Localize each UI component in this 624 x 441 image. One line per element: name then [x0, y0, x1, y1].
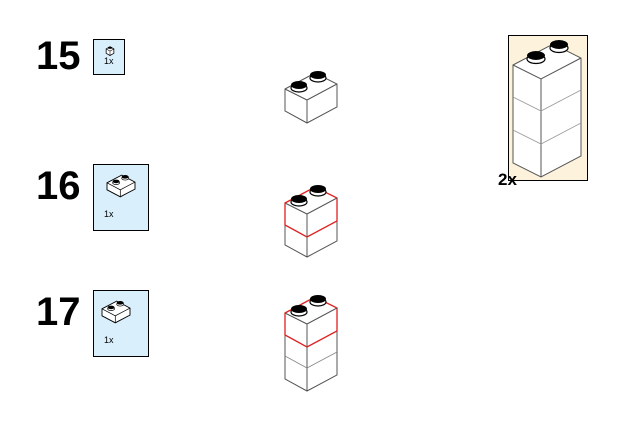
parts-qty-step-16: 1x — [104, 209, 114, 219]
step-number-16: 16 — [36, 164, 81, 208]
assembly-step-15 — [284, 71, 338, 124]
assembly-step-17 — [284, 295, 338, 392]
parts-qty-step-17: 1x — [104, 335, 114, 345]
parts-list-step-16: 1x — [93, 164, 149, 231]
brick-1x2-icon — [101, 300, 131, 324]
submodel-callout — [508, 35, 588, 181]
submodel-stack-illustration — [512, 40, 582, 178]
parts-qty-step-15: 1x — [104, 56, 114, 66]
step-number-17: 17 — [36, 290, 81, 334]
step-number-15: 15 — [36, 34, 81, 78]
parts-list-step-15: 1x — [93, 39, 125, 75]
assembly-step-16 — [284, 185, 338, 258]
brick-1x2-icon — [106, 174, 136, 198]
submodel-multiplier: 2x — [498, 170, 517, 189]
parts-list-step-17: 1x — [93, 290, 149, 357]
brick-1x1-icon — [105, 46, 115, 56]
